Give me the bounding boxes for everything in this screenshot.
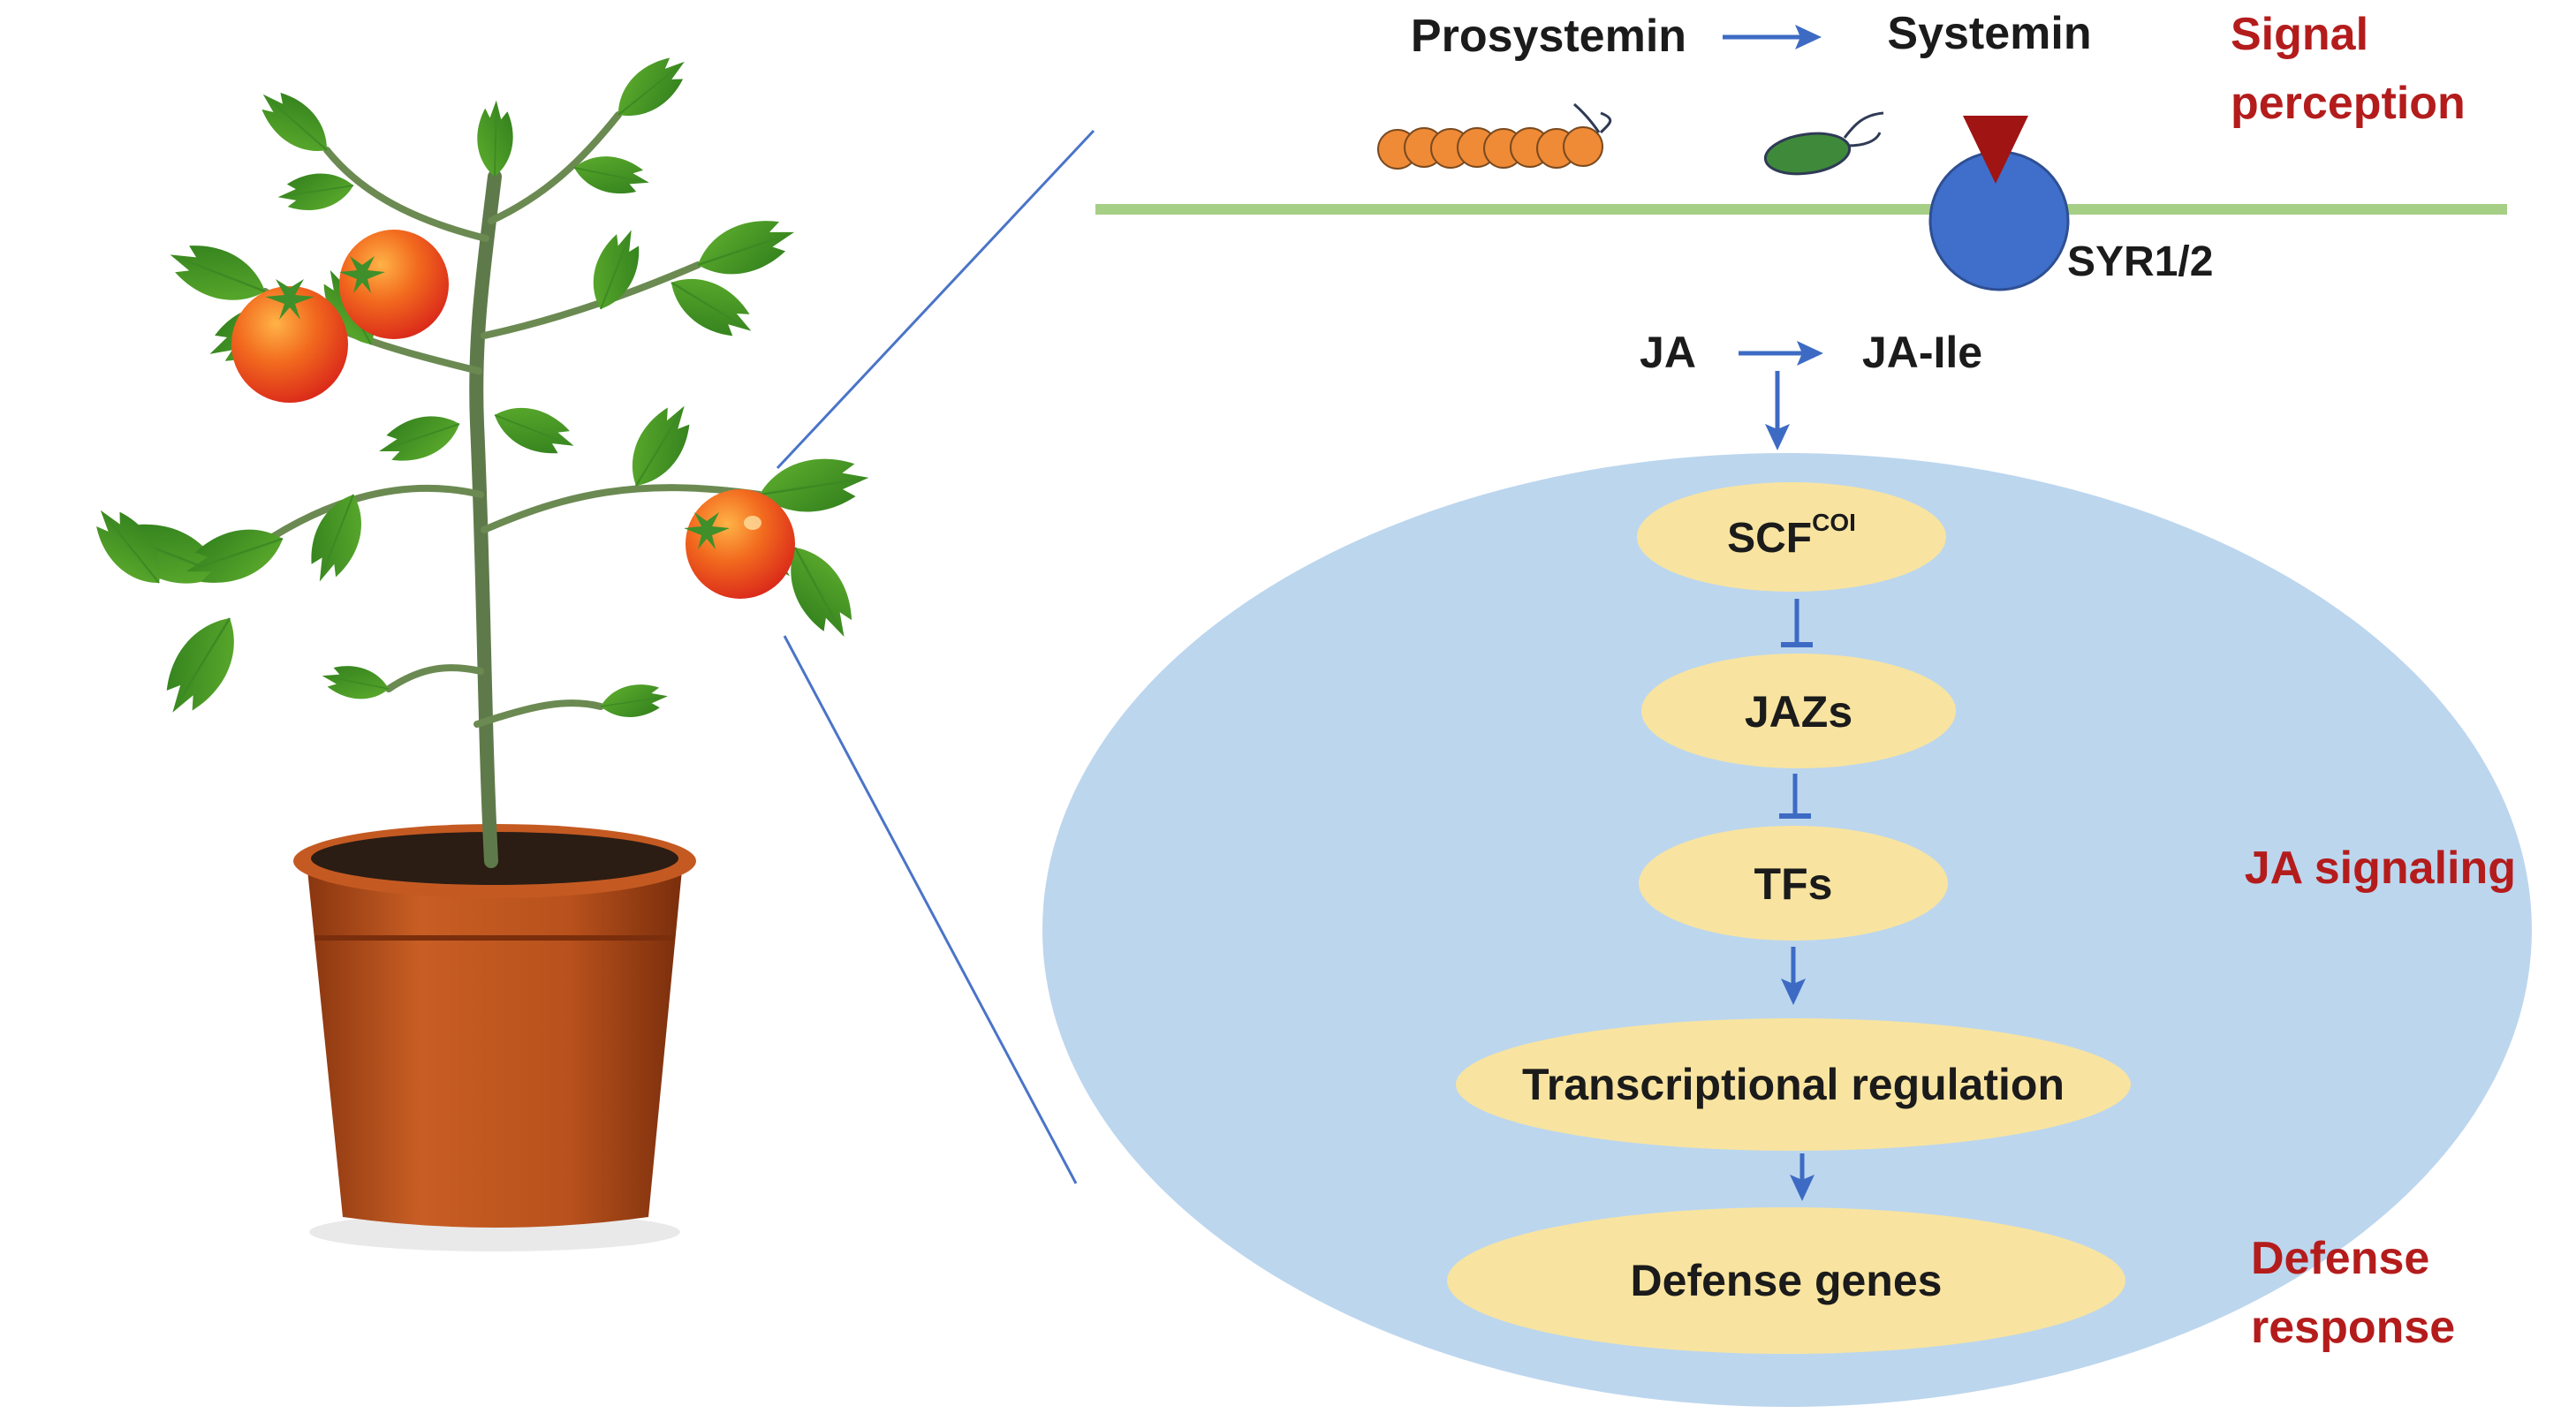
ja-ile-to-scf-arrow xyxy=(1765,371,1790,450)
tfs-node xyxy=(1639,826,1948,941)
transcriptional-regulation-node xyxy=(1456,1018,2131,1151)
scf-coi-node xyxy=(1637,482,1946,592)
prosystemin-chain-icon xyxy=(1377,102,1612,170)
tomato-fruit xyxy=(339,230,449,339)
transcriptional-regulation-label: Transcriptional regulation xyxy=(1522,1060,2065,1109)
systemin-binding-icon xyxy=(1963,116,2028,184)
ja-ile-label: JA-Ile xyxy=(1862,328,1982,377)
defense-response-label-line2: response xyxy=(2251,1302,2455,1353)
plant-stem xyxy=(469,170,502,868)
scf-coi-label: SCFCOI xyxy=(1727,509,1856,562)
tfs-label: TFs xyxy=(1754,859,1833,909)
jazs-node xyxy=(1641,654,1956,768)
tomato-fruits xyxy=(231,230,795,599)
scf-inhibits-jazs xyxy=(1781,599,1813,647)
prosystemin-to-systemin-arrow xyxy=(1723,25,1822,49)
systemin-label: Systemin xyxy=(1887,8,2091,59)
tfs-to-transcription-arrow xyxy=(1781,947,1806,1005)
zoom-line-upper xyxy=(776,129,1095,470)
tomato-calyx xyxy=(265,279,314,320)
signal-perception-label-line2: perception xyxy=(2231,78,2466,129)
systemin-peptide-icon xyxy=(1763,111,1884,176)
defense-response-label-line1: Defense xyxy=(2251,1233,2429,1284)
jazs-label: JAZs xyxy=(1745,687,1852,737)
jazs-inhibits-tfs xyxy=(1779,774,1811,819)
coi-superscript: COI xyxy=(1812,509,1856,536)
scf-label: SCF xyxy=(1727,515,1812,562)
tomato-plant-illustration xyxy=(81,44,875,1251)
syr-receptor-icon xyxy=(1928,116,2070,291)
ja-to-ja-ile-arrow xyxy=(1739,341,1823,366)
prosystemin-label: Prosystemin xyxy=(1411,11,1686,62)
pot-body xyxy=(307,870,682,1228)
tomato-fruit xyxy=(231,286,348,403)
defense-genes-node xyxy=(1447,1207,2125,1354)
defense-genes-label: Defense genes xyxy=(1631,1256,1943,1305)
ja-signaling-label: JA signaling xyxy=(2245,843,2516,894)
transcription-to-defense-arrow xyxy=(1790,1153,1815,1201)
ja-label: JA xyxy=(1640,328,1696,377)
tomato-calyx xyxy=(339,256,385,293)
tomato-highlight xyxy=(744,516,761,530)
signal-perception-label-line1: Signal xyxy=(2231,9,2368,60)
receptor-label: SYR1/2 xyxy=(2067,238,2213,285)
zoom-line-lower xyxy=(783,635,1078,1184)
tomato-calyx xyxy=(684,512,730,549)
